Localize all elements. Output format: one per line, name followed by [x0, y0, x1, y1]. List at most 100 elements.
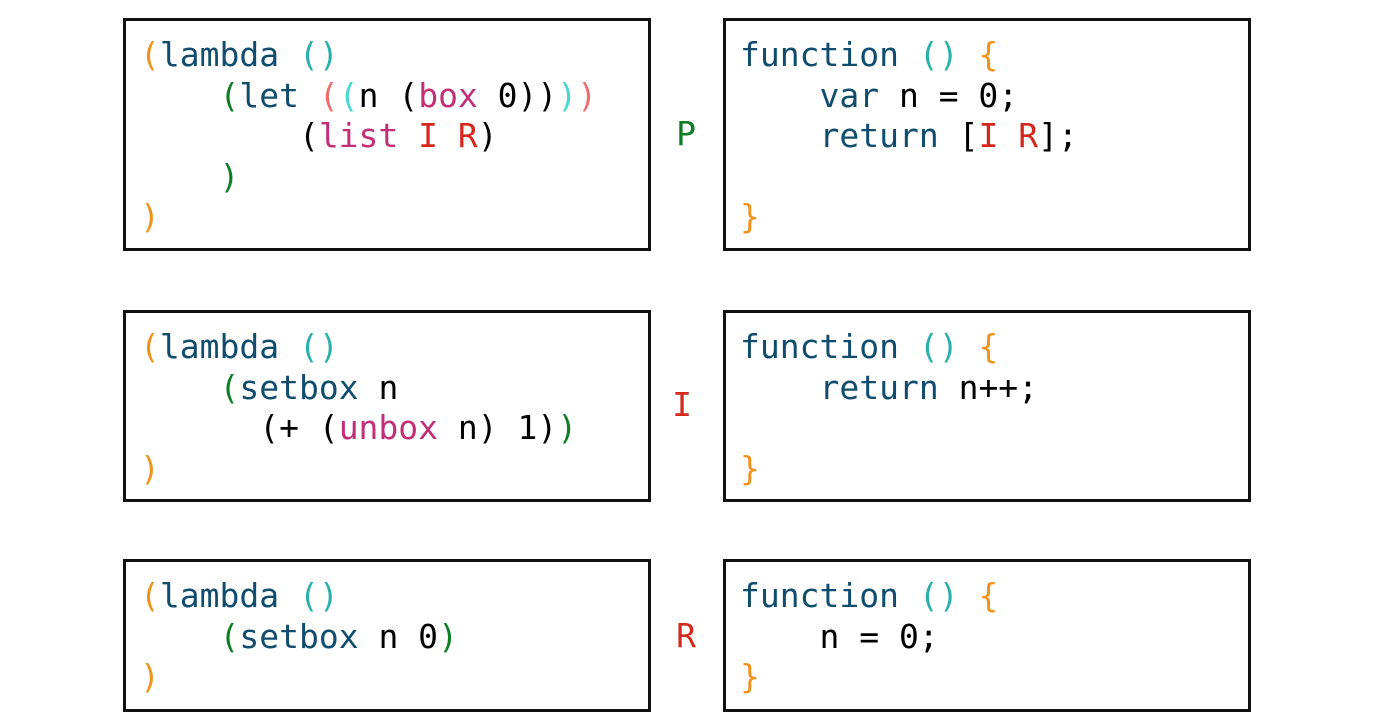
code-token	[279, 327, 299, 366]
code-token: }	[740, 448, 760, 488]
code-token: }	[740, 197, 760, 236]
code-token: )	[477, 116, 498, 155]
scheme-p-line-1: (lambda ()	[140, 35, 597, 76]
code-token: unbox	[338, 408, 439, 447]
code-token: lambda	[159, 327, 280, 366]
code-token: I	[978, 116, 999, 155]
code-token: 0))	[477, 75, 558, 115]
code-token	[740, 368, 819, 407]
scheme-panel-p: (lambda () (let ((n (box 0)))) (list I R…	[123, 18, 651, 251]
scheme-p-line-2: (let ((n (box 0))))	[140, 76, 597, 117]
code-token: (	[140, 576, 160, 615]
code-token: function	[740, 327, 899, 366]
code-token: n) 1)	[438, 408, 558, 447]
scheme-p-line-3: (list I R)	[140, 116, 597, 157]
code-token	[899, 576, 919, 615]
code-token: {	[978, 576, 999, 615]
code-token	[140, 617, 219, 656]
scheme-code-p: (lambda () (let ((n (box 0)))) (list I R…	[140, 35, 597, 238]
code-token: n++;	[938, 367, 1039, 407]
code-token: var	[819, 75, 880, 115]
scheme-panel-r: (lambda () (setbox n 0))	[123, 559, 651, 712]
code-token: (	[140, 35, 160, 74]
code-token: (	[219, 367, 240, 407]
code-token: R	[1018, 116, 1039, 155]
code-token: {	[978, 35, 999, 74]
js-p-line-4	[740, 157, 1078, 198]
code-token	[959, 35, 979, 74]
code-token: (	[338, 75, 359, 115]
code-token: }	[740, 657, 760, 696]
code-token: n (	[358, 75, 419, 115]
code-token	[279, 35, 299, 74]
code-token: box	[418, 75, 478, 115]
js-panel-i: function () { return n++;}	[723, 310, 1251, 502]
js-code-i: function () { return n++;}	[740, 327, 1038, 489]
code-token: )	[557, 75, 578, 115]
code-token: list	[318, 116, 399, 155]
code-token	[438, 116, 458, 155]
code-token	[299, 76, 319, 115]
code-token: (	[219, 616, 240, 656]
code-token: ()	[298, 327, 339, 366]
scheme-p-line-5: )	[140, 197, 597, 238]
code-token: setbox	[239, 616, 359, 656]
code-token: setbox	[239, 367, 359, 407]
js-i-line-2: return n++;	[740, 368, 1038, 409]
code-token: let	[239, 75, 299, 115]
code-token: {	[978, 327, 999, 366]
js-i-line-4: }	[740, 449, 1038, 490]
js-panel-p: function () { var n = 0; return [I R];}	[723, 18, 1251, 251]
js-p-line-3: return [I R];	[740, 116, 1078, 157]
code-token: lambda	[159, 35, 280, 74]
code-token	[959, 327, 979, 366]
scheme-i-line-3: (+ (unbox n) 1))	[140, 408, 577, 449]
code-token	[140, 157, 219, 196]
code-token: function	[740, 35, 899, 74]
code-token: I	[418, 116, 439, 155]
code-token	[279, 576, 299, 615]
code-token: function	[740, 576, 899, 615]
scheme-i-line-1: (lambda ()	[140, 327, 577, 368]
js-p-line-1: function () {	[740, 35, 1078, 76]
code-token: ];	[1038, 116, 1078, 155]
code-token: )	[438, 616, 458, 656]
code-token: (	[219, 75, 240, 115]
scheme-r-line-3: )	[140, 657, 458, 698]
scheme-code-r: (lambda () (setbox n 0))	[140, 576, 458, 698]
scheme-i-line-2: (setbox n	[140, 368, 577, 409]
code-token: ()	[918, 327, 959, 366]
code-token: )	[219, 156, 240, 196]
code-token: lambda	[159, 576, 280, 615]
code-token: ()	[298, 35, 339, 74]
code-token	[899, 327, 919, 366]
code-token	[899, 35, 919, 74]
code-token: n = 0;	[879, 75, 1019, 115]
code-token	[740, 76, 819, 115]
js-r-line-3: }	[740, 657, 998, 698]
code-token: n 0	[358, 616, 439, 656]
code-token	[398, 116, 418, 155]
scheme-panel-i: (lambda () (setbox n (+ (unbox n) 1)))	[123, 310, 651, 502]
code-token: )	[140, 448, 160, 488]
code-token: ()	[918, 576, 959, 615]
code-token: )	[557, 408, 578, 447]
code-token: )	[140, 197, 160, 236]
code-token: (	[140, 116, 319, 155]
code-token	[140, 368, 219, 407]
code-token	[959, 576, 979, 615]
scheme-r-line-2: (setbox n 0)	[140, 616, 458, 658]
js-code-r: function () { n = 0;}	[740, 576, 998, 698]
row-label-r: R	[676, 616, 696, 655]
code-token: (	[318, 75, 339, 115]
js-code-p: function () { var n = 0; return [I R];}	[740, 35, 1078, 238]
js-panel-r: function () { n = 0;}	[723, 559, 1251, 712]
code-token	[140, 76, 219, 115]
code-token: (	[140, 327, 160, 366]
js-i-line-1: function () {	[740, 327, 1038, 368]
code-token: ()	[298, 576, 339, 615]
scheme-r-line-1: (lambda ()	[140, 576, 458, 617]
code-token: return	[819, 116, 939, 155]
scheme-code-i: (lambda () (setbox n (+ (unbox n) 1)))	[140, 327, 577, 489]
code-token: )	[577, 75, 598, 115]
